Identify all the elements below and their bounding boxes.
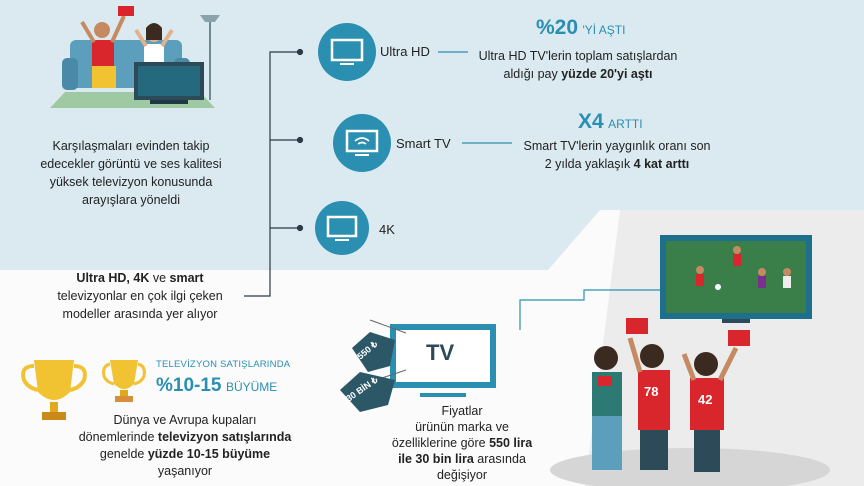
popular-mid: ve — [149, 271, 170, 285]
smart-tv-stat: X4 — [578, 110, 604, 133]
jersey-number-42: 42 — [698, 392, 713, 407]
ultra-hd-line1: Ultra HD TV'lerin toplam satışlardan — [478, 49, 678, 63]
cups-line2-pre: dönemlerinde — [78, 430, 158, 444]
trophy-large-icon — [21, 360, 87, 420]
cups-description: Dünya ve Avrupa kupaları dönemlerinde te… — [60, 412, 310, 480]
price-line4-post: arasında — [473, 452, 526, 466]
cups-line3: genelde yüzde 10-15 büyüme — [60, 446, 310, 463]
smart-tv-stat-suffix: ARTTI — [608, 117, 643, 131]
smart-tv-icon — [333, 114, 391, 172]
price-line3: özelliklerine göre 550 lira — [362, 435, 562, 451]
popular-line1: Ultra HD, 4K ve smart — [40, 269, 240, 287]
ultra-hd-line2: aldığı pay yüzde 20'yi aştı — [468, 65, 688, 83]
cups-stat-suffix: BÜYÜME — [225, 380, 278, 394]
popular-bold1: Ultra HD, 4K — [76, 271, 150, 285]
price-line1: Fiyatlar — [441, 404, 483, 418]
price-tv-label: TV — [426, 340, 455, 365]
jersey-number-78: 78 — [644, 384, 659, 399]
price-tv-illustration — [340, 319, 496, 412]
smart-tv-description: Smart TV'lerin yaygınlık oranı son 2 yıl… — [512, 137, 722, 173]
4k-tv-icon — [315, 201, 369, 255]
price-description: Fiyatlar ürünün marka ve özelliklerine g… — [362, 403, 562, 483]
cups-stat: %10-15 — [156, 375, 222, 396]
ultra-hd-description: Ultra HD TV'lerin toplam satışlardan ald… — [468, 47, 688, 83]
cups-heading: TELEVİZYON SATIŞLARINDA — [156, 359, 291, 370]
popular-line3: modeller arasında yer alıyor — [62, 307, 218, 321]
price-line3-pre: özelliklerine göre — [391, 436, 490, 450]
family-on-sofa-illustration — [50, 6, 220, 108]
top-panel — [0, 0, 864, 270]
cups-line3-bold: yüzde 10-15 büyüme — [147, 447, 271, 461]
smart-tv-line2-bold: 4 kat arttı — [633, 157, 690, 171]
cups-line4: yaşanıyor — [157, 464, 213, 478]
cups-line2-bold: televizyon satışlarında — [157, 430, 292, 444]
ultra-hd-stat: %20 — [536, 16, 579, 39]
price-line5: değişiyor — [436, 468, 488, 482]
fans-illustration — [550, 318, 830, 486]
price-line3-bold: 550 lira — [489, 436, 533, 450]
popular-models-text: Ultra HD, 4K ve smart televizyonlar en ç… — [40, 269, 240, 323]
cups-line2: dönemlerinde televizyon satışlarında — [60, 429, 310, 446]
price-line4: ile 30 bin lira arasında — [362, 451, 562, 467]
model-label-ultra-hd: Ultra HD — [380, 44, 430, 59]
smart-tv-line2: 2 yılda yaklaşık 4 kat arttı — [512, 155, 722, 173]
ultra-hd-stat-heading: %20 'Yİ AŞTI — [536, 16, 625, 40]
cups-line1: Dünya ve Avrupa kupaları — [113, 413, 257, 427]
price-line4-bold: ile 30 bin lira — [398, 452, 474, 466]
intro-text: Karşılaşmaları evinden takip edecekler g… — [40, 139, 222, 207]
ultra-hd-stat-suffix: 'Yİ AŞTI — [582, 23, 626, 37]
price-line2: ürünün marka ve — [415, 420, 509, 434]
cups-stat-heading: %10-15 BÜYÜME — [156, 375, 277, 397]
trophy-small-icon — [102, 360, 146, 402]
smart-tv-line2-pre: 2 yılda yaklaşık — [544, 157, 634, 171]
cups-line3-pre: genelde — [99, 447, 148, 461]
popular-bold2: smart — [169, 271, 204, 285]
popular-line2: televizyonlar en çok ilgi çeken — [57, 289, 223, 303]
smart-tv-line1: Smart TV'lerin yaygınlık oranı son — [523, 139, 711, 153]
model-label-smart-tv: Smart TV — [396, 136, 451, 151]
connector-lines — [244, 48, 304, 297]
wall-tv-football-illustration — [519, 235, 812, 330]
ultra-hd-line2-pre: aldığı pay — [503, 67, 562, 81]
model-label-4k: 4K — [379, 222, 395, 237]
ultra-hd-line2-bold: yüzde 20'yi aştı — [561, 67, 653, 81]
ultra-hd-tv-icon — [318, 23, 376, 81]
smart-tv-stat-heading: X4 ARTTI — [578, 110, 643, 134]
